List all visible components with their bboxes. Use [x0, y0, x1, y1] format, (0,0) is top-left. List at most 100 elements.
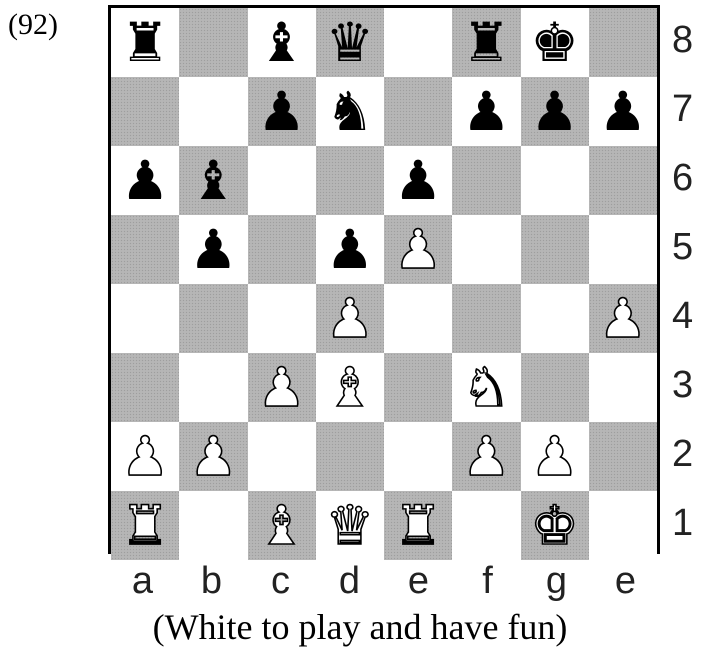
white-king-icon[interactable]: ♚ — [530, 499, 578, 553]
square[interactable]: ♟ — [589, 284, 657, 353]
square[interactable]: ♚ — [521, 8, 589, 77]
square[interactable] — [452, 146, 520, 215]
square[interactable] — [179, 353, 247, 422]
square[interactable] — [316, 146, 384, 215]
square[interactable]: ♟ — [589, 77, 657, 146]
white-bishop-icon[interactable]: ♝ — [257, 499, 305, 553]
black-pawn-icon[interactable]: ♟ — [326, 223, 374, 277]
square[interactable] — [521, 215, 589, 284]
square[interactable]: ♟ — [179, 215, 247, 284]
square[interactable] — [248, 284, 316, 353]
square[interactable] — [248, 146, 316, 215]
black-bishop-icon[interactable]: ♝ — [257, 16, 305, 70]
square[interactable] — [452, 491, 520, 560]
square[interactable]: ♚ — [521, 491, 589, 560]
square[interactable] — [589, 422, 657, 491]
square[interactable] — [589, 215, 657, 284]
square[interactable]: ♟ — [111, 422, 179, 491]
white-rook-icon[interactable]: ♜ — [394, 499, 442, 553]
square[interactable]: ♟ — [521, 77, 589, 146]
rank-label: 6 — [666, 143, 716, 212]
square[interactable] — [248, 422, 316, 491]
square[interactable]: ♜ — [111, 8, 179, 77]
white-queen-icon[interactable]: ♛ — [326, 499, 374, 553]
square[interactable]: ♜ — [452, 8, 520, 77]
black-pawn-icon[interactable]: ♟ — [394, 154, 442, 208]
square[interactable] — [521, 353, 589, 422]
square[interactable] — [521, 284, 589, 353]
white-pawn-icon[interactable]: ♟ — [394, 223, 442, 277]
square[interactable]: ♟ — [452, 422, 520, 491]
square[interactable] — [316, 422, 384, 491]
square[interactable]: ♟ — [179, 422, 247, 491]
square[interactable]: ♟ — [248, 77, 316, 146]
square[interactable]: ♝ — [316, 353, 384, 422]
square[interactable] — [111, 353, 179, 422]
black-rook-icon[interactable]: ♜ — [121, 16, 169, 70]
square[interactable] — [589, 491, 657, 560]
file-label: b — [177, 556, 246, 606]
square[interactable] — [111, 215, 179, 284]
square[interactable] — [452, 215, 520, 284]
square[interactable] — [179, 491, 247, 560]
square[interactable] — [521, 146, 589, 215]
white-pawn-icon[interactable]: ♟ — [599, 292, 647, 346]
square[interactable]: ♟ — [384, 146, 452, 215]
square[interactable] — [384, 77, 452, 146]
rank-label: 1 — [666, 488, 716, 557]
black-king-icon[interactable]: ♚ — [530, 16, 578, 70]
square[interactable] — [179, 8, 247, 77]
square[interactable] — [384, 422, 452, 491]
square[interactable]: ♞ — [452, 353, 520, 422]
black-queen-icon[interactable]: ♛ — [326, 16, 374, 70]
square[interactable]: ♝ — [248, 8, 316, 77]
white-rook-icon[interactable]: ♜ — [121, 499, 169, 553]
square[interactable] — [179, 284, 247, 353]
square[interactable]: ♟ — [248, 353, 316, 422]
square[interactable] — [111, 77, 179, 146]
square[interactable]: ♜ — [384, 491, 452, 560]
square[interactable] — [589, 353, 657, 422]
file-label: e — [384, 556, 453, 606]
black-pawn-icon[interactable]: ♟ — [530, 85, 578, 139]
white-pawn-icon[interactable]: ♟ — [462, 430, 510, 484]
file-label: a — [108, 556, 177, 606]
black-rook-icon[interactable]: ♜ — [462, 16, 510, 70]
square[interactable] — [589, 146, 657, 215]
square[interactable] — [248, 215, 316, 284]
square[interactable] — [384, 8, 452, 77]
black-pawn-icon[interactable]: ♟ — [462, 85, 510, 139]
square[interactable]: ♝ — [179, 146, 247, 215]
square[interactable] — [452, 284, 520, 353]
white-pawn-icon[interactable]: ♟ — [530, 430, 578, 484]
black-pawn-icon[interactable]: ♟ — [599, 85, 647, 139]
white-pawn-icon[interactable]: ♟ — [121, 430, 169, 484]
square[interactable]: ♟ — [111, 146, 179, 215]
square[interactable]: ♝ — [248, 491, 316, 560]
square[interactable] — [179, 77, 247, 146]
rank-label: 8 — [666, 5, 716, 74]
black-pawn-icon[interactable]: ♟ — [121, 154, 169, 208]
white-bishop-icon[interactable]: ♝ — [326, 361, 374, 415]
square[interactable] — [384, 284, 452, 353]
square[interactable] — [589, 8, 657, 77]
square[interactable]: ♟ — [452, 77, 520, 146]
white-pawn-icon[interactable]: ♟ — [257, 361, 305, 415]
square[interactable] — [384, 353, 452, 422]
square[interactable]: ♟ — [521, 422, 589, 491]
square[interactable]: ♟ — [384, 215, 452, 284]
white-pawn-icon[interactable]: ♟ — [326, 292, 374, 346]
square[interactable]: ♟ — [316, 215, 384, 284]
square[interactable]: ♛ — [316, 491, 384, 560]
square[interactable] — [111, 284, 179, 353]
white-pawn-icon[interactable]: ♟ — [189, 430, 237, 484]
black-knight-icon[interactable]: ♞ — [326, 85, 374, 139]
square[interactable]: ♛ — [316, 8, 384, 77]
square[interactable]: ♟ — [316, 284, 384, 353]
black-pawn-icon[interactable]: ♟ — [189, 223, 237, 277]
black-bishop-icon[interactable]: ♝ — [189, 154, 237, 208]
square[interactable]: ♜ — [111, 491, 179, 560]
white-knight-icon[interactable]: ♞ — [462, 361, 510, 415]
black-pawn-icon[interactable]: ♟ — [257, 85, 305, 139]
square[interactable]: ♞ — [316, 77, 384, 146]
